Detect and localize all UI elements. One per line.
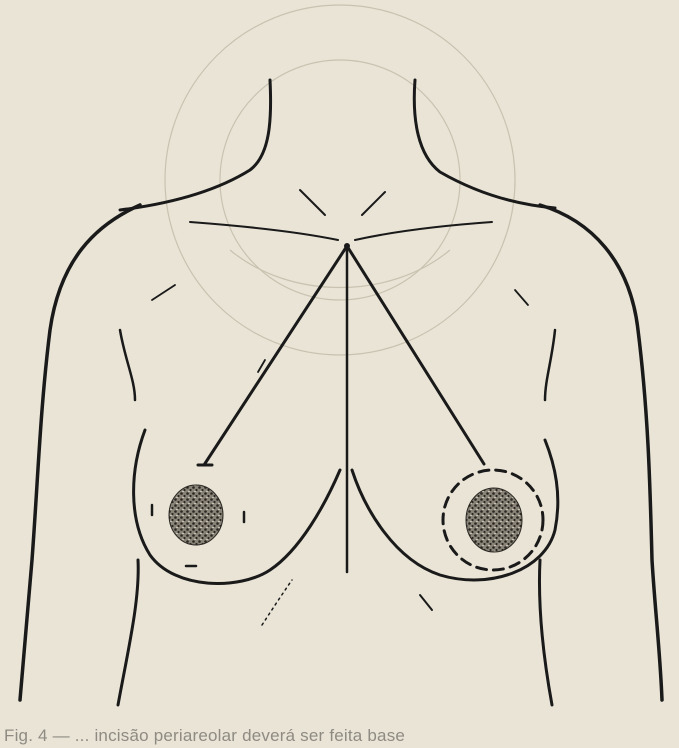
left-areola [169, 485, 223, 545]
left-marking-line [204, 246, 347, 465]
bleed-through-shadow [165, 5, 515, 355]
neck-left-line [120, 80, 271, 210]
left-sternal-notch [300, 190, 325, 215]
right-sternal-notch [362, 192, 385, 215]
left-inner-arm [118, 560, 138, 705]
left-pectoral-tick [152, 285, 175, 300]
right-abdominal-tick [420, 595, 432, 610]
left-breast-outline [134, 430, 340, 584]
left-breast-upper-curve [258, 360, 265, 372]
left-abdominal-dotted [262, 580, 292, 625]
right-areola [466, 488, 522, 552]
right-axilla-line [545, 330, 555, 400]
right-breast-outline [352, 440, 558, 580]
right-inner-arm [540, 560, 553, 705]
right-clavicle [355, 222, 492, 240]
neck-right-line [414, 80, 555, 208]
right-shoulder-arm-outline [540, 205, 662, 700]
right-marking-line [347, 246, 484, 464]
left-shoulder-arm-outline [20, 205, 140, 700]
right-pectoral-tick [515, 290, 528, 305]
left-axilla-line [120, 330, 135, 400]
left-clavicle [190, 222, 338, 240]
figure-caption: Fig. 4 — ... incisão periareolar deverá … [4, 726, 675, 746]
